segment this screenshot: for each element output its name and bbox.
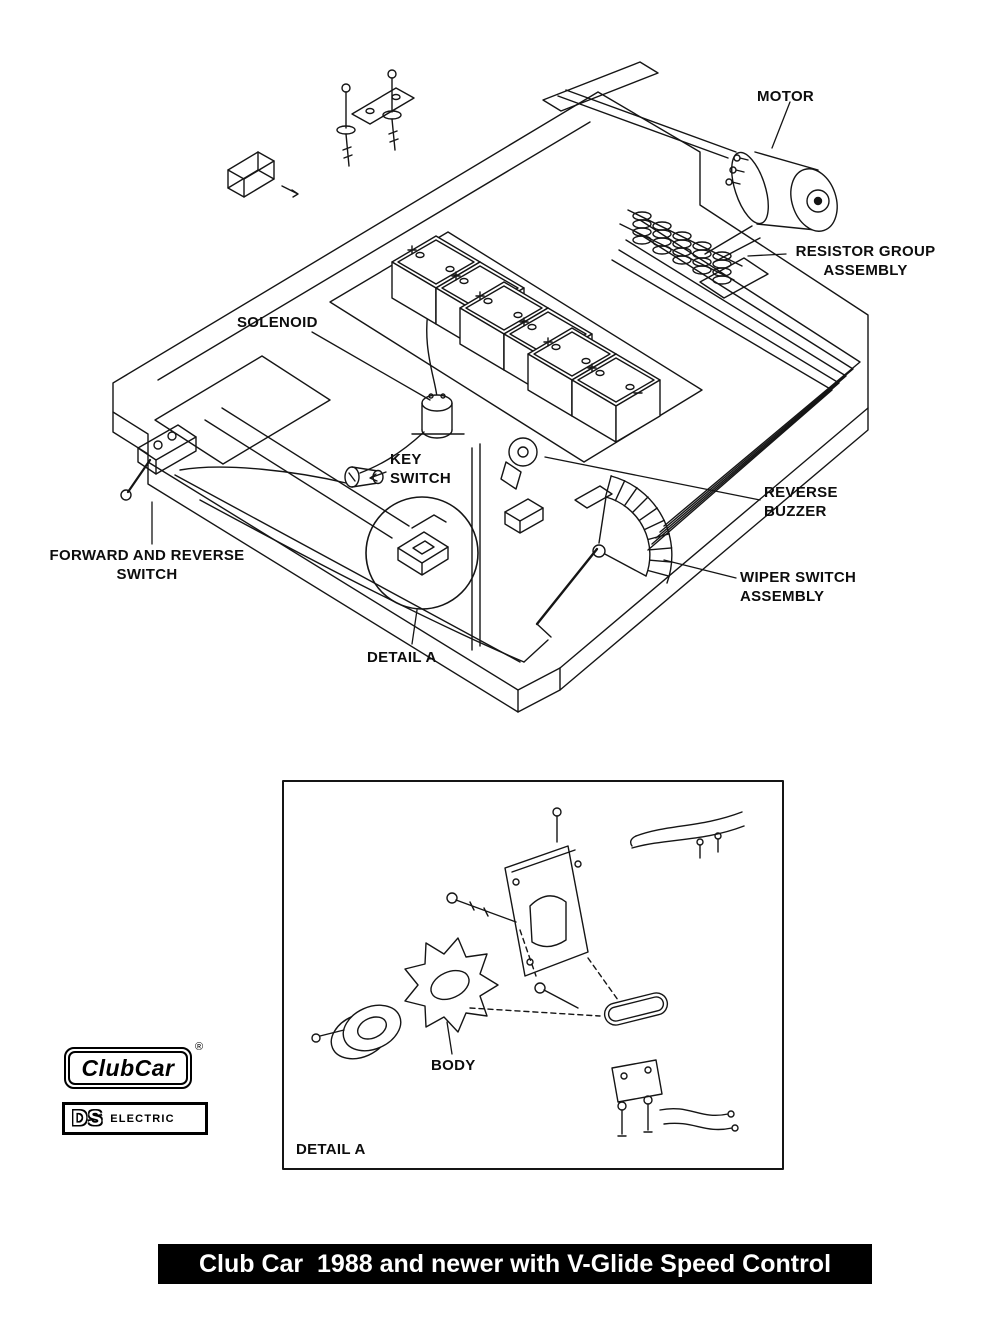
reverse-buzzer-drawing <box>500 437 538 490</box>
club-car-logo: ClubCar <box>64 1047 192 1089</box>
label-motor: MOTOR <box>757 88 815 105</box>
chassis-platform-drawing <box>112 61 869 713</box>
solenoid-drawing <box>411 393 465 439</box>
label-solenoid: SOLENOID <box>237 314 318 331</box>
resistor-group-drawing <box>619 209 769 299</box>
key-switch-drawing <box>344 466 384 488</box>
mounting-hardware-drawing <box>227 69 415 198</box>
label-reverse-buzzer: REVERSE BUZZER <box>764 484 838 520</box>
wiper-switch-drawing <box>504 475 673 638</box>
ds-logo-text: DS <box>72 1106 104 1130</box>
label-wiper-switch-assembly: WIPER SWITCH ASSEMBLY <box>740 569 857 605</box>
title-bar: Club Car 1988 and newer with V-Glide Spe… <box>158 1244 872 1284</box>
label-body: BODY <box>431 1057 476 1074</box>
label-detail-a-box: DETAIL A <box>296 1141 366 1158</box>
motor-drawing <box>725 151 838 232</box>
label-resistor-group-assembly: RESISTOR GROUP ASSEMBLY <box>795 243 936 279</box>
ds-electric-logo: DS ELECTRIC <box>62 1102 208 1135</box>
registered-trademark-symbol: ® <box>195 1041 204 1053</box>
forward-reverse-switch-drawing <box>120 424 197 501</box>
electric-logo-text: ELECTRIC <box>110 1112 175 1125</box>
label-key-switch: KEY SWITCH <box>390 451 451 487</box>
detail-a-circle-drawing <box>365 496 479 610</box>
club-car-logo-text: ClubCar <box>68 1051 188 1085</box>
label-detail-a: DETAIL A <box>367 649 437 666</box>
detail-a-box-drawing <box>282 780 784 1170</box>
label-forward-and-reverse-switch: FORWARD AND REVERSE SWITCH <box>49 547 245 583</box>
label-leader-lines <box>151 101 791 1055</box>
